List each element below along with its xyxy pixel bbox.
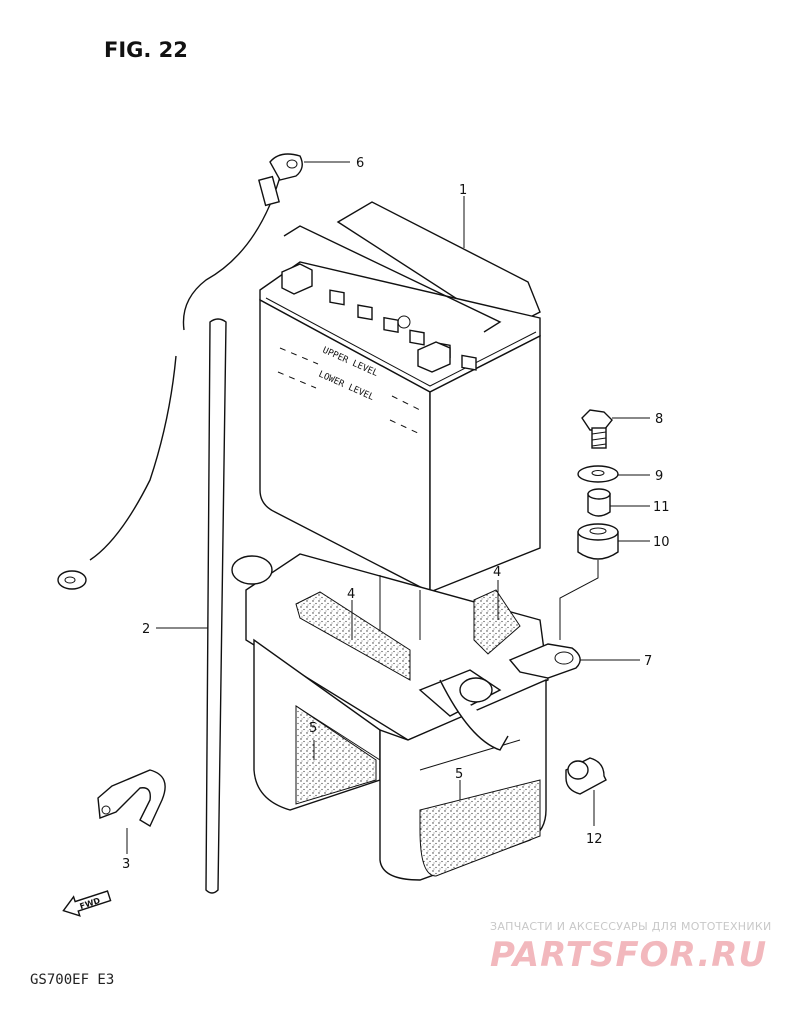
watermark-caption: ЗАПЧАСТИ И АКСЕССУАРЫ ДЛЯ МОТОТЕХНИКИ xyxy=(490,920,772,933)
tube-clamp xyxy=(97,769,166,828)
spacer xyxy=(565,757,607,795)
cushion-4-right xyxy=(473,589,521,655)
callout-8: 8 xyxy=(655,412,663,427)
callout-4-right: 4 xyxy=(493,565,501,580)
cushion-5-left xyxy=(295,705,377,805)
cushion-4-left xyxy=(295,591,411,681)
bolt xyxy=(581,409,613,449)
callout-2: 2 xyxy=(142,622,150,637)
callout-12: 12 xyxy=(586,832,603,847)
collar xyxy=(587,488,611,517)
leader-lines xyxy=(126,161,650,854)
washer xyxy=(577,465,619,483)
battery-cell-caps xyxy=(329,289,477,371)
callout-9: 9 xyxy=(655,469,663,484)
figure-title: FIG. 22 xyxy=(104,38,188,62)
callout-5-left: 5 xyxy=(309,721,317,736)
battery-terminals xyxy=(281,263,451,373)
mounting-bracket xyxy=(508,643,581,679)
cushion-5-right xyxy=(419,779,541,877)
callout-6: 6 xyxy=(356,156,364,171)
callout-1: 1 xyxy=(459,183,467,198)
callout-5-right: 5 xyxy=(455,767,463,782)
callout-7: 7 xyxy=(644,654,652,669)
forward-label: FWD xyxy=(79,896,102,911)
forward-arrow-icon: FWD xyxy=(62,890,112,917)
callout-4-left: 4 xyxy=(347,587,355,602)
callout-10: 10 xyxy=(653,535,670,550)
svg-text:PARTSFOR.RU: PARTSFOR.RU xyxy=(490,935,767,975)
watermark-logo: PARTSFOR.RU xyxy=(490,935,767,975)
callout-11: 11 xyxy=(653,500,670,515)
callouts: 1 2 3 4 4 5 5 6 7 8 9 10 11 12 xyxy=(122,156,670,872)
model-label: GS700EF E3 xyxy=(30,972,115,988)
breather-tube xyxy=(205,318,227,894)
callout-3: 3 xyxy=(122,857,130,872)
battery-cable xyxy=(57,153,303,590)
battery: UPPER LEVEL LOWER LEVEL xyxy=(259,201,541,594)
grommet xyxy=(577,523,619,560)
battery-holder xyxy=(231,553,549,881)
